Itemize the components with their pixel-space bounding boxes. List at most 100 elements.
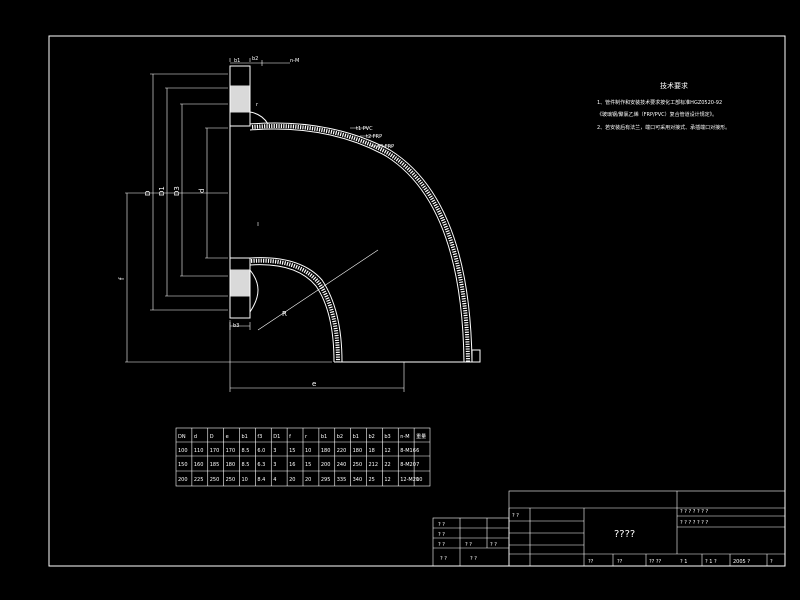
tb-q7: ? ? [470, 556, 477, 562]
top-fillet [249, 111, 269, 125]
table-cell: 212 [369, 462, 379, 468]
table-cell: 180 [226, 462, 236, 468]
table-cell: 16 [289, 462, 295, 468]
table-header-cell: r [305, 434, 308, 440]
table-cell: 10 [416, 477, 422, 483]
bottom-flange-hatch [229, 269, 251, 297]
notes-line-3: 2、若安装后有法兰，端口可采用对接式、承插端口对接形。 [597, 124, 730, 131]
table-cell: 22 [384, 462, 390, 468]
table-cell: 200 [178, 477, 188, 483]
table-cell: 250 [226, 477, 236, 483]
outer-wall-inner [249, 128, 465, 363]
table-cell: 110 [194, 448, 204, 454]
label-f: f [118, 277, 126, 280]
table-header-cell: b1 [353, 434, 359, 440]
end-tab [471, 349, 481, 363]
table-cell: 3 [273, 448, 276, 454]
table-cell: 100 [178, 448, 188, 454]
label-D1: D1 [158, 186, 166, 196]
table-header-cell: n-M [400, 434, 409, 440]
table-cell: 12-M20 [400, 477, 419, 483]
table-cell: 8-M16 [400, 448, 416, 454]
table-header-cell: d [194, 434, 197, 440]
tb-q8: ? ? [512, 513, 519, 519]
table-cell: 20 [289, 477, 295, 483]
tb-f3: ?? ?? [649, 559, 662, 565]
label-n-m: n-M [290, 58, 299, 64]
inner-fillet [249, 269, 259, 313]
dim-R [257, 249, 379, 331]
tb-date: 2005 ? [733, 559, 750, 565]
tb-row-2: ? ? ? ? ? ? ? [680, 520, 708, 526]
table-cell: 15 [305, 462, 311, 468]
drawing-border [48, 35, 786, 567]
table-header-cell: b2 [337, 434, 343, 440]
notes-line-2: 《玻璃钢/聚氯乙烯（FRP/PVC）复合管道设计规定》。 [597, 111, 717, 118]
label-e: e [312, 380, 316, 388]
label-b2: b2 [252, 56, 258, 62]
table-cell: 335 [337, 477, 347, 483]
dimension-labels: b1 b2 n-M D D1 D3 d f e R r b3 t1 PVC t2… [118, 56, 394, 388]
table-cell: 10 [242, 477, 248, 483]
table-cell: 240 [337, 462, 347, 468]
table-cell: 3 [273, 462, 276, 468]
tb-q1: ? ? [438, 522, 445, 528]
tb-f1: ?? [588, 559, 594, 565]
tb-row-1: ? ? ? ? ? ? ? [680, 509, 708, 515]
table-header-cell: b3 [384, 434, 390, 440]
table-cell: 15 [289, 448, 295, 454]
label-r: r [256, 102, 259, 108]
notes-title: 技术要求 [660, 81, 688, 90]
table-header-cell: D1 [273, 434, 280, 440]
table-cell: 295 [321, 477, 331, 483]
table-cell: 220 [337, 448, 347, 454]
table-header-cell: b2 [369, 434, 375, 440]
table-cell: 6.0 [257, 448, 265, 454]
notes-line-1: 1、管件制作和安装技术要求按化工部标准HGZ0520-92 [597, 99, 722, 106]
inner-wall-outer [249, 257, 343, 363]
table-cell: 8.4 [257, 477, 265, 483]
label-D3: D3 [173, 186, 181, 196]
table-cell: 10 [305, 448, 311, 454]
table-cell: 4 [273, 477, 276, 483]
label-b3: b3 [233, 323, 239, 329]
technical-notes: 技术要求 1、管件制作和安装技术要求按化工部标准HGZ0520-92 《玻璃钢/… [597, 81, 730, 131]
table-header-cell: b1 [321, 434, 327, 440]
tb-q3: ? ? [438, 542, 445, 548]
title-block-text: ? ? ? ? ? ? ? ? ? ? ? ? ? ? ? ? ???? ? ?… [438, 509, 773, 565]
table-cell: 6 [416, 448, 419, 454]
table-cell: 170 [226, 448, 236, 454]
tb-center-title: ???? [614, 529, 635, 540]
table-cell: 340 [353, 477, 363, 483]
label-t3: t3 FRP [378, 144, 394, 150]
dimensions [125, 58, 405, 392]
table-header-cell: D [210, 434, 214, 440]
table-cell: 25 [369, 477, 375, 483]
table-header-cell: f [289, 434, 291, 440]
label-D: D [144, 191, 152, 196]
label-b1: b1 [234, 58, 240, 64]
label-R: R [282, 310, 287, 318]
table-cell: 180 [353, 448, 363, 454]
table-cell: 225 [194, 477, 204, 483]
tb-q4: ? ? [465, 542, 472, 548]
outer-wall-hatch [251, 124, 470, 363]
table-cell: 8-M20 [400, 462, 416, 468]
inner-wall-hatch [250, 258, 340, 363]
table-header-cell: 重量 [416, 433, 426, 440]
table-cell: 250 [353, 462, 363, 468]
label-t2: t2 FRP [366, 134, 382, 140]
title-block [432, 490, 786, 567]
table-cell: 12 [384, 477, 390, 483]
table-cell: 170 [210, 448, 220, 454]
label-t1: t1 PVC [356, 126, 373, 132]
tb-f4: ? 1 [680, 559, 687, 565]
tb-q6: ? ? [440, 556, 447, 562]
top-flange-hatch [229, 85, 251, 113]
table-cell: 160 [194, 462, 204, 468]
table-cell: 150 [178, 462, 188, 468]
table-cell: 200 [321, 462, 331, 468]
tb-f5: ? 1 ? [705, 559, 717, 565]
